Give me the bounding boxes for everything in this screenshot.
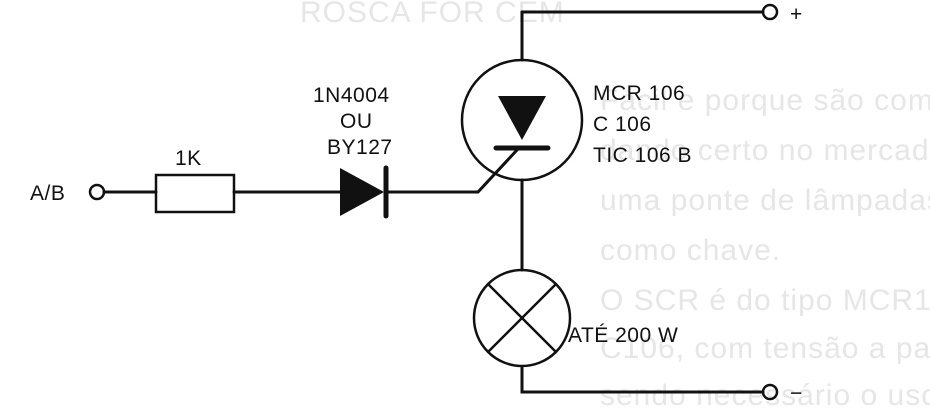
ghost-line-6: C106, com tensão a partir de 50V, não (600, 332, 930, 365)
input-terminal (88, 183, 106, 201)
lamp-cross (487, 283, 557, 353)
scr-label-line1: MCR 106 (593, 82, 685, 105)
scr-triangle (498, 96, 546, 140)
negative-terminal (761, 383, 779, 401)
resistor-body (154, 173, 236, 214)
scr-label-line2: C 106 (593, 113, 652, 136)
diode-label-line3: BY127 (327, 136, 393, 159)
input-label: A/B (30, 182, 65, 205)
diode-label-line2: OU (340, 110, 373, 133)
bleed-through-text: ROSCA FOR CEM Fácil e porque são comuns,… (300, 0, 930, 411)
wire-diode-to-gate (384, 148, 519, 194)
resistor-label: 1K (175, 147, 202, 170)
lamp-label: ATÉ 200 W (568, 324, 678, 347)
negative-label: − (790, 382, 803, 405)
scr-label-line3: TIC 106 B (593, 144, 692, 167)
positive-terminal (761, 3, 779, 21)
lamp-circle (472, 268, 572, 368)
ghost-line-0: ROSCA FOR CEM (300, 0, 565, 29)
positive-label: + (790, 3, 803, 26)
scr-circle (460, 58, 584, 182)
diode-label-line1: 1N4004 (313, 84, 390, 107)
ghost-line-2: dando certo no mercado, até mesmo (600, 134, 930, 167)
diode-symbol (340, 168, 384, 216)
ghost-line-3: uma ponte de lâmpadas pode ser usada (600, 184, 930, 217)
wire-negative-rail (520, 366, 765, 394)
ghost-line-1: Fácil e porque são comuns, e (600, 84, 930, 117)
ghost-line-4: como chave. (600, 234, 781, 267)
